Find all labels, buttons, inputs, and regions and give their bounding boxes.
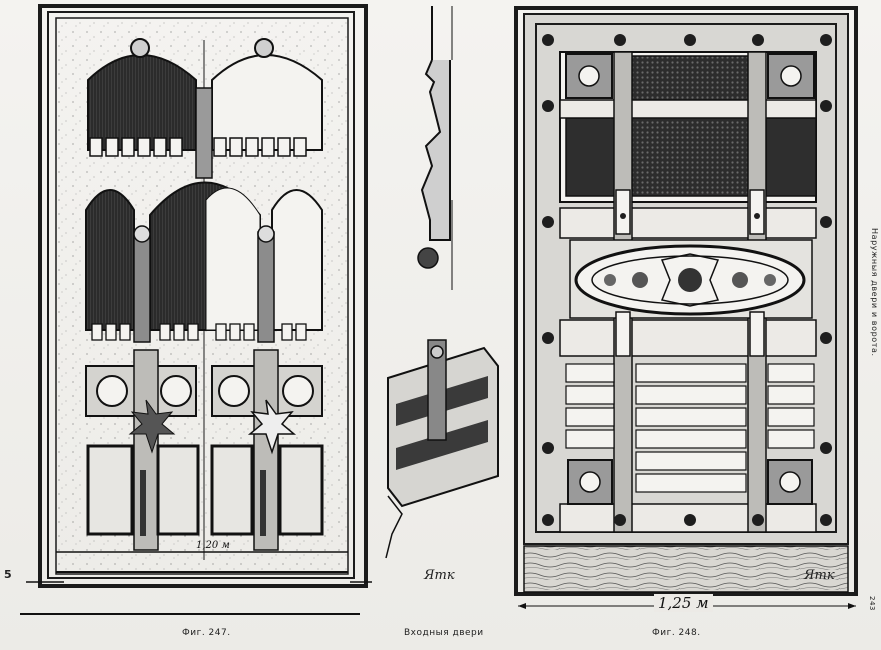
right-dimension-label: 1,25 м <box>654 594 713 612</box>
right-door-figure <box>514 6 858 609</box>
left-dimension-label: 1,20 м <box>196 540 230 551</box>
side-title: Наружныя двери и ворота. <box>870 228 879 357</box>
engraver-signature-right: Ятк <box>804 568 835 583</box>
caption-fig-248: Фиг. 248. <box>652 628 701 638</box>
margin-mark-left: 5 <box>4 568 13 581</box>
joint-isometric-detail <box>385 339 499 559</box>
left-door-figure <box>20 4 372 615</box>
profile-detail <box>417 6 453 290</box>
caption-entrance-doors: Входныя двери <box>404 628 484 638</box>
margin-mark-right: 243 <box>868 596 876 611</box>
engraver-signature-center: Ятк <box>424 568 455 583</box>
caption-fig-247: Фиг. 247. <box>182 628 231 638</box>
